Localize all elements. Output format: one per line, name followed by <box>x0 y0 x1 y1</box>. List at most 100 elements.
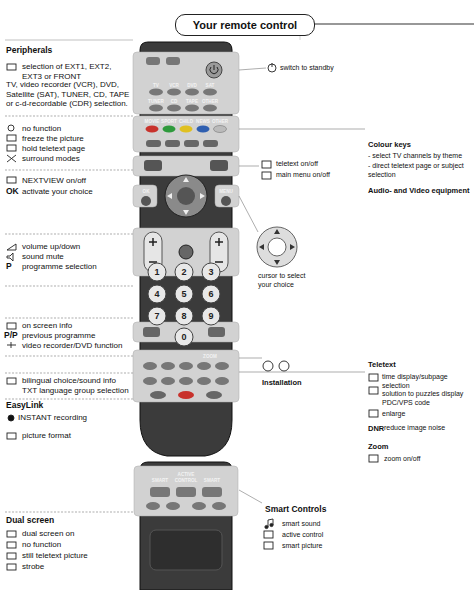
remote-button <box>143 377 157 385</box>
button-description: on screen info <box>22 321 72 331</box>
remote-button <box>146 126 159 133</box>
section-heading: Zoom <box>368 442 388 451</box>
remote-button <box>175 307 193 325</box>
remote-button <box>197 377 211 385</box>
remote-button <box>206 62 222 78</box>
button-icon <box>262 172 271 179</box>
highlight-band <box>133 116 239 152</box>
button-description: enlarge <box>382 410 405 419</box>
button-description: cursor to select your choice <box>258 272 320 289</box>
key-symbol: DNR <box>368 424 384 433</box>
leader-line <box>5 356 133 357</box>
button-label: OTHER <box>212 119 228 125</box>
button-description: - direct teletext page or subject select… <box>368 162 472 179</box>
button-description: hold teletext page <box>22 144 85 154</box>
leader-line <box>5 234 133 235</box>
remote-button <box>185 89 199 96</box>
button-description: - select TV channels by theme <box>368 152 474 161</box>
button-description: video recorder/DVD function <box>22 341 123 351</box>
remote-button <box>202 487 222 497</box>
button-description: freeze the picture <box>22 134 84 144</box>
button-icon <box>264 531 273 538</box>
remote-button <box>202 307 220 325</box>
button-description: dual screen on <box>22 529 74 539</box>
digit-label: 9 <box>208 311 213 321</box>
leader-line <box>239 196 258 232</box>
remote-body <box>140 462 232 590</box>
button-icon <box>369 374 378 381</box>
remote-button <box>167 89 181 96</box>
leader-line <box>5 512 133 513</box>
button-icon <box>7 323 16 329</box>
remote-button <box>175 328 193 346</box>
remote-button <box>146 140 161 147</box>
digit-label: 3 <box>208 267 213 277</box>
remote-button <box>185 105 199 112</box>
remote-button <box>148 263 166 281</box>
button-icon <box>7 145 16 151</box>
highlight-band <box>133 52 239 516</box>
remote-button <box>215 362 229 370</box>
button-description: activate your choice <box>22 187 93 197</box>
key-symbol: P/P <box>4 331 18 341</box>
button-icon <box>279 361 289 371</box>
button-description: smart sound <box>282 520 321 529</box>
button-icon <box>7 531 16 537</box>
button-description: TXT language group selection <box>22 386 129 396</box>
button-description: surround modes <box>22 154 80 164</box>
button-label: VCR <box>169 83 179 89</box>
button-icon <box>272 63 273 67</box>
button-label: TV <box>153 83 159 89</box>
button-icon <box>268 238 286 256</box>
button-label: MOVIE <box>145 119 160 125</box>
button-description: INSTANT recording <box>18 413 87 423</box>
remote-button <box>144 160 162 171</box>
remote-button <box>149 105 163 112</box>
frame-line <box>313 23 474 24</box>
digit-label: 5 <box>181 289 186 299</box>
button-description: smart picture <box>282 542 322 551</box>
remote-button <box>203 89 217 96</box>
button-description: no function <box>22 540 61 550</box>
remote-button <box>175 263 193 281</box>
button-icon <box>369 455 378 462</box>
section-heading: Peripherals <box>6 46 52 56</box>
highlight-band <box>133 185 157 207</box>
frame-line <box>5 40 133 41</box>
highlight-band <box>134 466 238 516</box>
button-icon <box>264 542 273 549</box>
leader-line <box>239 129 365 130</box>
section-heading: EasyLink <box>6 401 43 411</box>
remote-button <box>180 126 193 133</box>
remote-button <box>166 502 180 510</box>
remote-button <box>167 177 205 215</box>
remote-button <box>214 126 227 133</box>
button-description: active control <box>282 531 323 540</box>
button-label: SAT <box>206 83 215 89</box>
button-icon <box>8 415 14 421</box>
button-label: OK <box>143 189 150 195</box>
section-heading: Dual screen <box>6 516 54 526</box>
remote-button <box>203 140 218 147</box>
button-icon <box>259 229 295 265</box>
highlight-band <box>133 350 239 402</box>
button-icon <box>7 378 16 384</box>
remote-button <box>148 285 166 303</box>
button-icon <box>7 64 16 70</box>
leader-line <box>5 399 133 400</box>
button-icon <box>7 135 16 141</box>
button-label: MENU <box>219 189 233 195</box>
leader-line <box>5 373 133 374</box>
remote-button <box>221 196 231 206</box>
button-icon <box>369 387 378 394</box>
remote-button <box>143 362 157 370</box>
button-icon <box>265 525 268 528</box>
remote-button <box>177 187 195 205</box>
remote-button <box>178 391 194 399</box>
remote-button <box>179 362 193 370</box>
remote-button <box>146 502 160 510</box>
button-icon <box>270 523 273 526</box>
leader-line <box>5 170 133 171</box>
button-icon <box>7 564 16 570</box>
button-label: CD <box>171 99 178 105</box>
